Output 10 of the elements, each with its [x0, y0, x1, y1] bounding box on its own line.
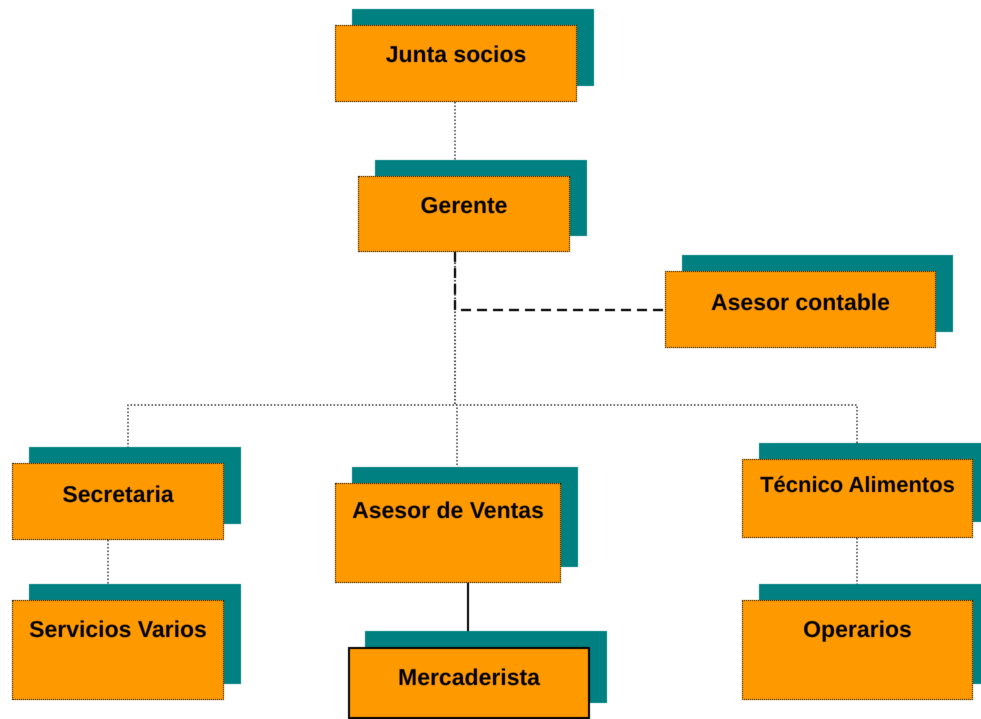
dashed-connector: [454, 252, 665, 312]
node-label: Técnico Alimentos: [760, 471, 955, 499]
node-label: Secretaria: [62, 480, 174, 509]
node-label: Operarios: [803, 615, 912, 644]
node-label: Gerente: [420, 191, 508, 220]
node-label: Junta socios: [386, 40, 526, 69]
node-label: Mercaderista: [398, 663, 540, 692]
node-label: Asesor contable: [711, 288, 890, 317]
node-label: Servicios Varios: [29, 615, 207, 644]
node-label: Asesor de Ventas: [352, 496, 544, 525]
